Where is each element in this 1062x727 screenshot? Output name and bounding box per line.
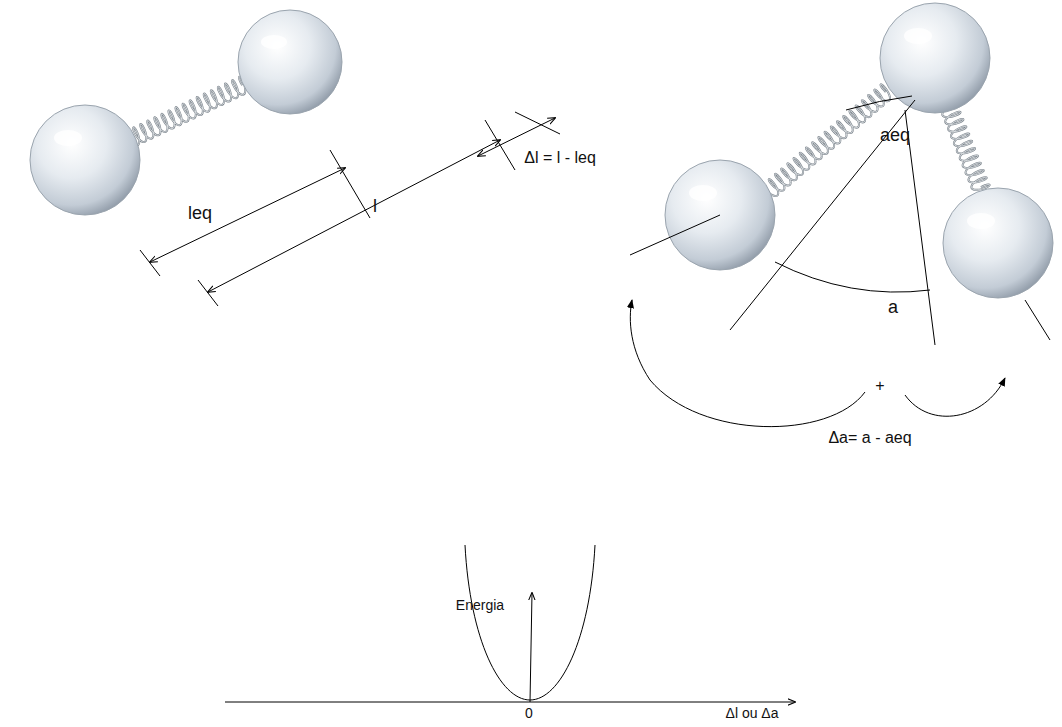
highlight [689, 185, 717, 201]
spring-coil [768, 84, 890, 196]
spring-highlight [768, 84, 890, 196]
label: aeq [878, 126, 912, 146]
energy-graph [225, 545, 795, 702]
label: Δl = l - leq [522, 149, 598, 167]
atom-sphere [880, 3, 990, 113]
spring-coil [129, 77, 245, 146]
highlight [967, 213, 995, 229]
label: + [873, 377, 886, 395]
label: Δa= a - aeq [826, 429, 913, 447]
spring-coil [942, 107, 989, 190]
label: leq [186, 204, 214, 224]
dimension-lines [140, 112, 560, 306]
spring-highlight [129, 77, 245, 146]
highlight [904, 28, 932, 44]
label: a [886, 298, 900, 318]
atom-sphere [238, 10, 342, 114]
atom-sphere [943, 188, 1053, 298]
label: Δl ou Δa [724, 706, 781, 721]
label: Energia [454, 598, 506, 613]
label: 0 [523, 706, 535, 721]
spring-highlight [942, 107, 989, 190]
highlight [261, 35, 287, 49]
atom-sphere [30, 105, 140, 215]
label: l [371, 197, 379, 217]
angle-lines [630, 96, 1050, 427]
highlight [54, 130, 82, 146]
